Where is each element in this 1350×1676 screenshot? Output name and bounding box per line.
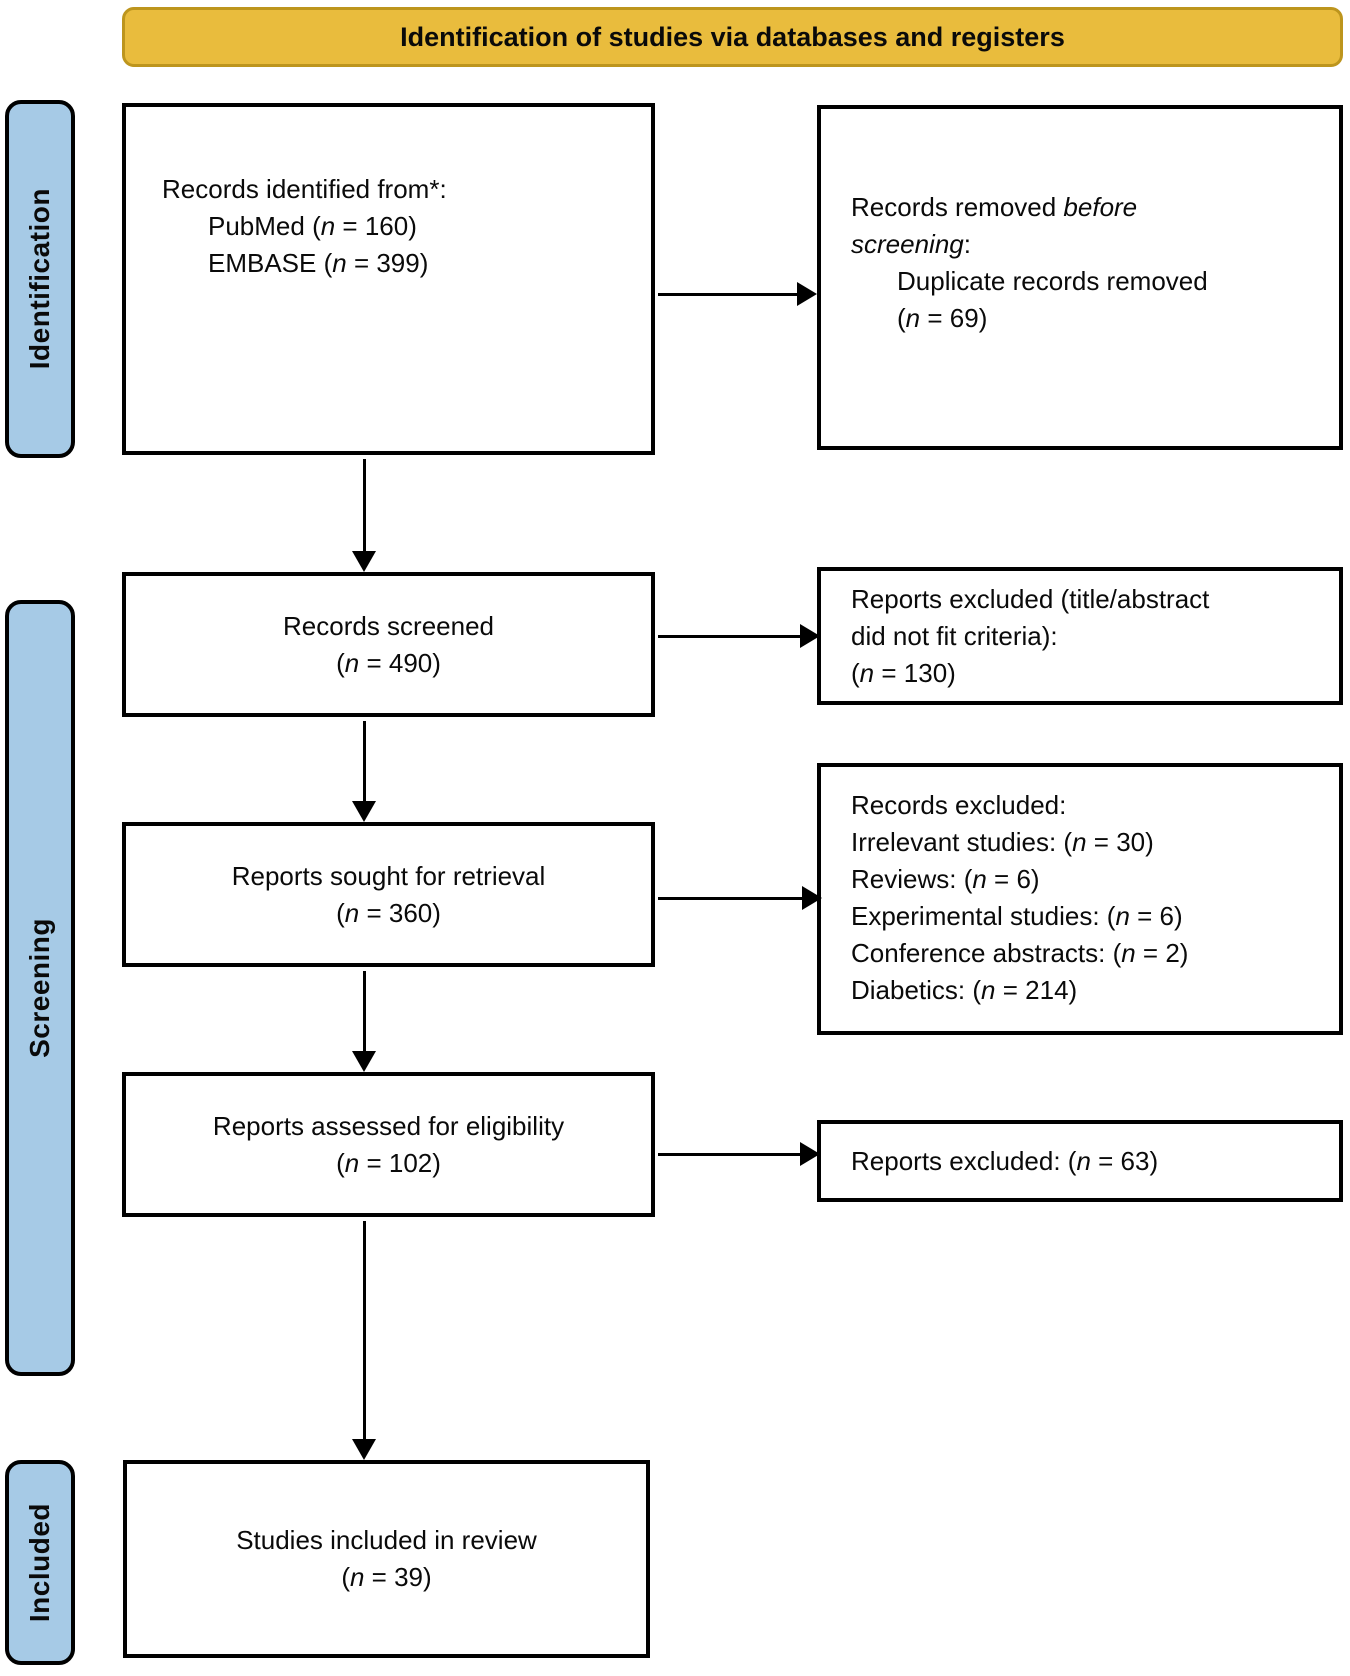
- records-screened-count: (n = 490): [336, 647, 441, 678]
- banner: Identification of studies via databases …: [122, 7, 1343, 67]
- arrow-assessed-to-excluded: [658, 1142, 820, 1166]
- records-removed-item: Duplicate records removed: [897, 266, 1208, 296]
- records-excluded-item: Diabetics: (n = 214): [851, 975, 1078, 1005]
- stage-label-included: Included: [5, 1460, 75, 1665]
- arrow-assessed-to-included: [352, 1221, 376, 1460]
- stage-label-included-text: Included: [24, 1502, 55, 1623]
- arrow-screened-to-excluded: [658, 624, 820, 648]
- records-excluded-item: Experimental studies: (n = 6): [851, 901, 1183, 931]
- box-reports-excluded-eligibility: Reports excluded: (n = 63): [817, 1120, 1343, 1202]
- reports-sought-line1: Reports sought for retrieval: [231, 860, 546, 891]
- reports-excluded-screening-line2: did not fit criteria):: [851, 621, 1058, 651]
- box-records-excluded: Records excluded: Irrelevant studies: (n…: [817, 763, 1343, 1035]
- reports-sought-count: (n = 360): [336, 897, 441, 928]
- records-identified-embase: EMBASE (n = 399): [208, 248, 429, 278]
- records-removed-line2: screening:: [851, 229, 971, 259]
- arrow-sought-to-assessed: [352, 971, 376, 1072]
- stage-label-identification: Identification: [5, 100, 75, 458]
- box-studies-included: Studies included in review (n = 39): [123, 1460, 650, 1658]
- records-identified-title: Records identified from*:: [162, 174, 447, 204]
- box-records-removed: Records removed before screening: Duplic…: [817, 105, 1343, 450]
- arrow-sought-to-excluded: [658, 886, 822, 910]
- stage-label-screening-text: Screening: [24, 918, 55, 1058]
- arrow-identified-to-removed: [658, 282, 817, 306]
- box-records-screened: Records screened (n = 490): [122, 572, 655, 717]
- box-reports-sought: Reports sought for retrieval (n = 360): [122, 822, 655, 967]
- records-excluded-item: Irrelevant studies: (n = 30): [851, 827, 1154, 857]
- banner-title: Identification of studies via databases …: [400, 21, 1065, 52]
- records-removed-line1: Records removed before: [851, 192, 1138, 222]
- reports-excluded-eligibility-text: Reports excluded: (n = 63): [851, 1145, 1159, 1176]
- stage-label-screening: Screening: [5, 600, 75, 1376]
- reports-assessed-count: (n = 102): [336, 1147, 441, 1178]
- records-excluded-item: Reviews: (n = 6): [851, 864, 1040, 894]
- studies-included-line1: Studies included in review: [236, 1525, 537, 1555]
- reports-assessed-line1: Reports assessed for eligibility: [212, 1110, 565, 1141]
- records-identified-pubmed: PubMed (n = 160): [208, 211, 417, 241]
- stage-label-identification-text: Identification: [24, 188, 55, 370]
- box-reports-excluded-screening: Reports excluded (title/abstract did not…: [817, 567, 1343, 705]
- reports-excluded-screening-line1: Reports excluded (title/abstract: [851, 584, 1210, 614]
- records-removed-count: (n = 69): [897, 303, 988, 333]
- records-screened-line1: Records screened: [283, 610, 494, 641]
- studies-included-count: (n = 39): [341, 1562, 432, 1592]
- arrow-screened-to-sought: [352, 721, 376, 822]
- reports-excluded-screening-count: (n = 130): [851, 658, 956, 688]
- records-excluded-title: Records excluded:: [851, 790, 1067, 820]
- box-reports-assessed: Reports assessed for eligibility (n = 10…: [122, 1072, 655, 1217]
- arrow-identified-to-screened: [352, 459, 376, 572]
- records-excluded-item: Conference abstracts: (n = 2): [851, 938, 1189, 968]
- box-records-identified: Records identified from*: PubMed (n = 16…: [122, 103, 655, 455]
